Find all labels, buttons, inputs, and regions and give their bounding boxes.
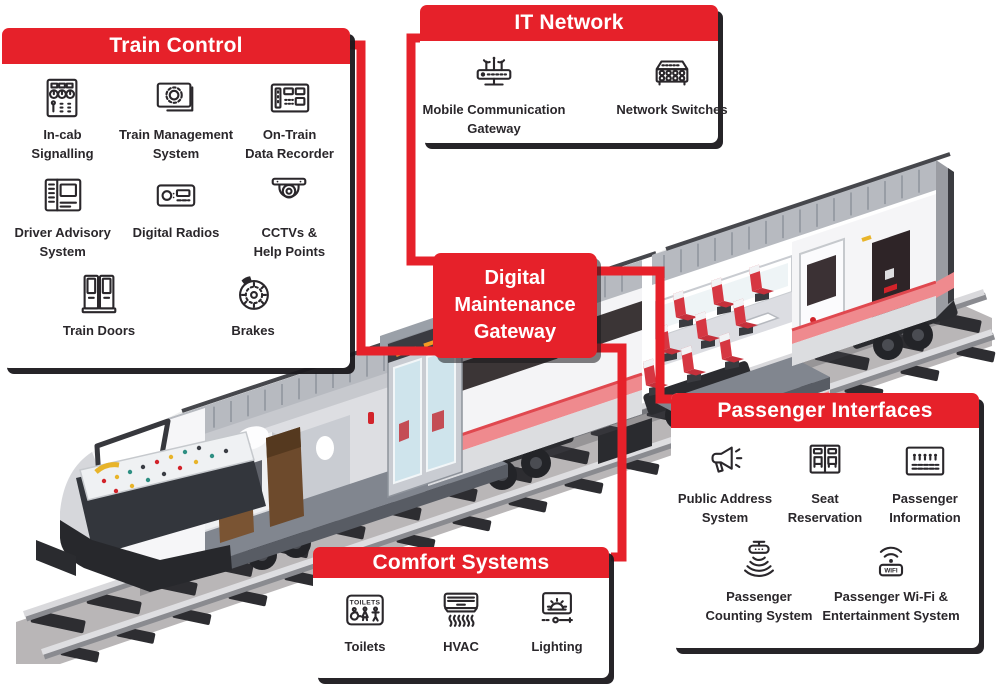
it-network-title: IT Network [514, 11, 624, 34]
cctv-help-points-icon [266, 173, 312, 219]
seat-reservation-icon [802, 439, 848, 485]
connector-train-control [346, 40, 437, 356]
passenger-information-icon [902, 439, 948, 485]
cab-nose [36, 408, 304, 592]
comfort-systems-panel: Comfort Systems TOILETS Toilets HVAC Lig… [313, 547, 609, 678]
dmg-line: Digital [484, 267, 546, 289]
connectors [346, 33, 675, 562]
item-brakes: Brakes [194, 271, 312, 340]
train-control-header: Train Control [2, 28, 350, 64]
dmg-line: Maintenance [454, 294, 576, 316]
toilets-icon: TOILETS [342, 587, 388, 633]
item-label: Toilets [344, 639, 386, 654]
passenger-wifi-icon: WIFI [868, 537, 914, 583]
train-control-row-3: Train Doors Brakes [6, 271, 346, 340]
item-label: Digital Radios [132, 225, 220, 240]
brakes-icon [230, 271, 276, 317]
comfort-systems-title: Comfort Systems [372, 550, 550, 574]
item-label: Passenger Wi-Fi &Entertainment System [822, 589, 960, 623]
passenger-counting-system-icon [736, 537, 782, 583]
hvac-icon [438, 587, 484, 633]
item-lighting: Lighting [509, 587, 605, 656]
item-network-switches: Network Switches [609, 50, 735, 138]
console-buttons [101, 445, 229, 494]
item-label: Train Doors [62, 323, 136, 338]
item-hvac: HVAC [413, 587, 509, 656]
item-label: Lighting [531, 639, 583, 654]
item-label: Brakes [231, 323, 275, 338]
item-label: HVAC [443, 639, 479, 654]
train-management-system-icon [153, 75, 199, 121]
train-control-title: Train Control [109, 34, 243, 57]
in-cab-signalling-icon [39, 75, 85, 121]
digital-radios-icon [153, 173, 199, 219]
comfort-systems-body: TOILETS Toilets HVAC Lighting [313, 578, 609, 664]
dmg-line: Gateway [473, 321, 557, 343]
connector-passenger-interfaces [593, 266, 675, 404]
public-address-system-icon [702, 439, 748, 485]
item-digital-radios: Digital Radios [119, 173, 232, 242]
item-train-doors: Train Doors [40, 271, 158, 340]
connector-it-network [406, 33, 437, 266]
passenger-interfaces-header: Passenger Interfaces [671, 393, 979, 428]
lighting-icon [534, 587, 580, 633]
train-doors-icon [76, 271, 122, 317]
svg-text:TOILETS: TOILETS [350, 600, 381, 607]
item-cctv-help-points: CCTVs &Help Points [233, 173, 346, 261]
passenger-interfaces-title: Passenger Interfaces [717, 398, 933, 422]
item-label: CCTVs &Help Points [253, 225, 326, 259]
svg-text:WIFI: WIFI [884, 568, 898, 575]
connector-comfort-systems [593, 343, 627, 562]
network-switches-icon [649, 50, 695, 96]
driver-advisory-system-icon [40, 173, 86, 219]
digital-maintenance-gateway-box: Digital Maintenance Gateway [433, 253, 597, 358]
it-network-header: IT Network [420, 5, 718, 41]
item-passenger-wifi-entertainment: WIFI Passenger Wi-Fi &Entertainment Syst… [822, 537, 960, 625]
on-train-data-recorder-icon [267, 75, 313, 121]
item-toilets: TOILETS Toilets [317, 587, 413, 656]
comfort-systems-header: Comfort Systems [313, 547, 609, 578]
item-label: Network Switches [616, 102, 728, 117]
comfort-systems-row: TOILETS Toilets HVAC Lighting [317, 587, 605, 656]
mobile-communication-gateway-icon [471, 50, 517, 96]
